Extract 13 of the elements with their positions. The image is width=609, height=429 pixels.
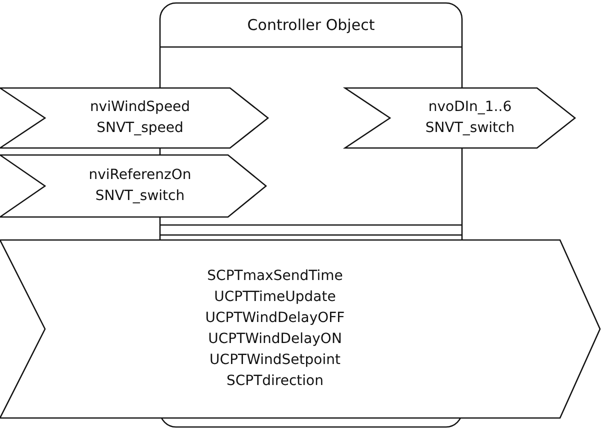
variable-name: nvoDIn_1..6	[428, 98, 512, 117]
config-property: SCPTmaxSendTime	[207, 267, 343, 286]
config-property: UCPTTimeUpdate	[214, 288, 336, 307]
config-property: SCPTdirection	[226, 372, 324, 391]
object-title: Controller Object	[247, 14, 375, 36]
config-property: UCPTWindSetpoint	[210, 351, 340, 370]
config-property: UCPTWindDelayOFF	[205, 309, 345, 328]
variable-type: SNVT_switch	[425, 119, 515, 138]
variable-type: SNVT_speed	[96, 119, 184, 138]
variable-name: nviReferenzOn	[88, 166, 192, 185]
variable-type: SNVT_switch	[95, 187, 185, 206]
config-property: UCPTWindDelayON	[208, 330, 342, 349]
variable-name: nviWindSpeed	[90, 98, 190, 117]
